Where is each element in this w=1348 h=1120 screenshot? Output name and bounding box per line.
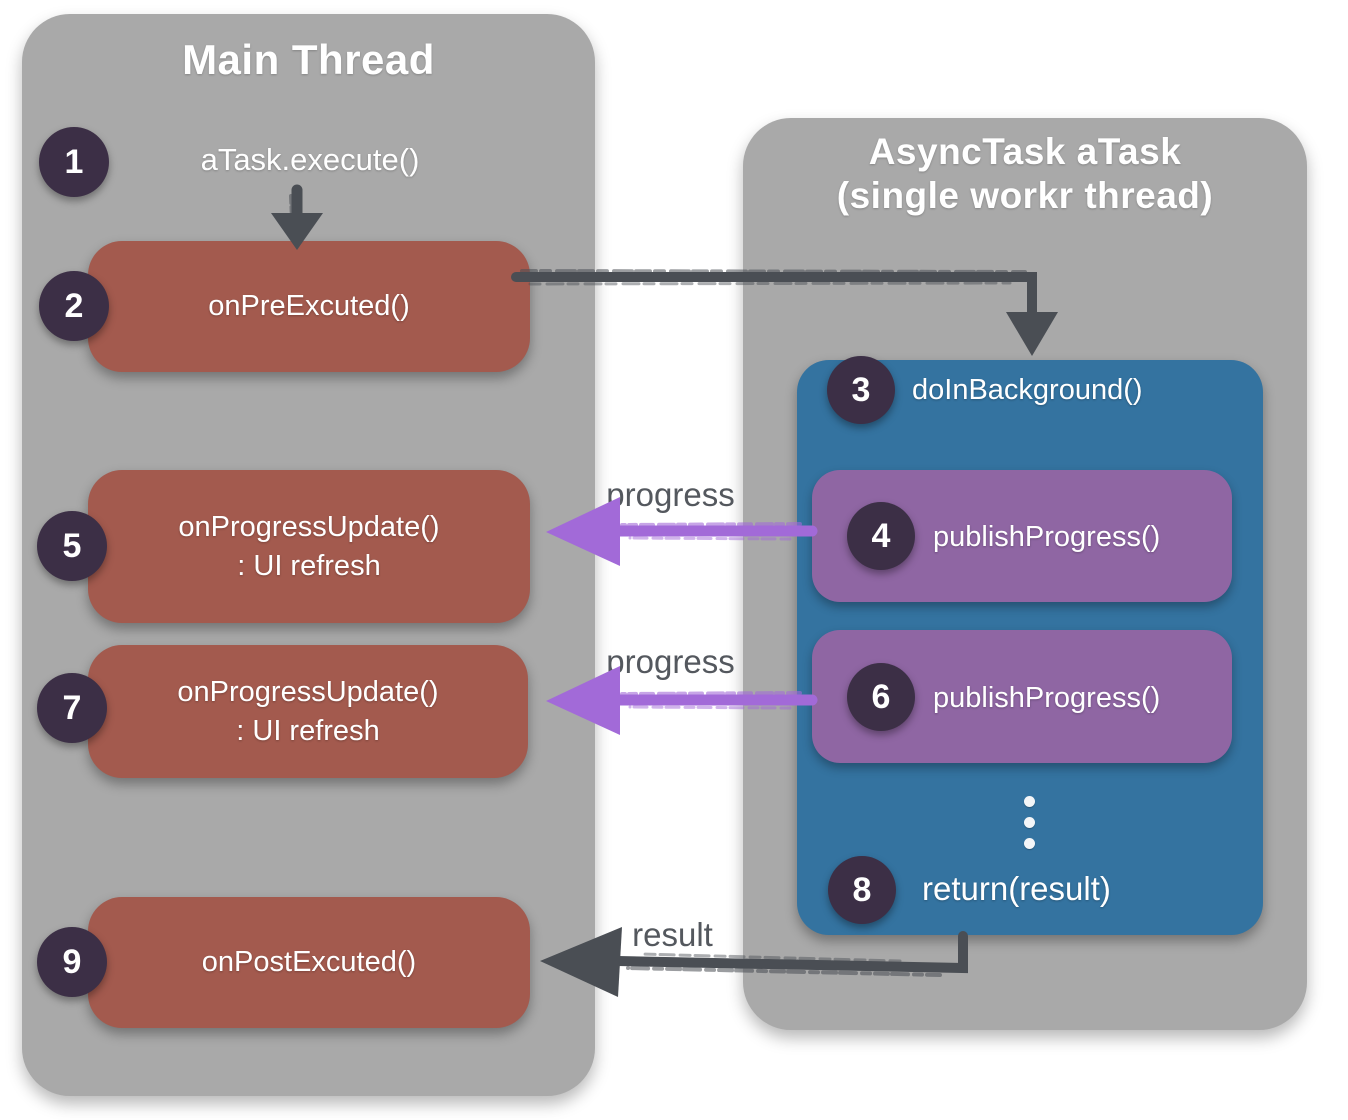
asynctask-title-line2: (single workr thread): [836, 174, 1214, 216]
progress-label-2: progress: [606, 643, 735, 680]
on-post-executed-box: onPostExcuted(): [88, 897, 530, 1028]
on-progress-update-label-1: onProgressUpdate() : UI refresh: [178, 508, 439, 585]
ui-refresh-text-2: : UI refresh: [236, 714, 380, 747]
on-pre-executed-box: onPreExcuted(): [88, 241, 530, 372]
ellipsis-dot: [1024, 838, 1035, 849]
main-thread-title: Main Thread: [182, 36, 435, 83]
publish-progress-label-2: publishProgress(): [933, 682, 1161, 714]
do-in-background-label: doInBackground(): [912, 374, 1143, 406]
ellipsis-dots: [1024, 796, 1035, 849]
step-circle-3: 3: [827, 356, 895, 424]
progress-label-1: progress: [606, 476, 735, 513]
step-circle-9: 9: [37, 927, 107, 997]
step-circle-8: 8: [828, 856, 896, 924]
result-label: result: [632, 916, 713, 953]
asynctask-title: AsyncTask aTask (single workr thread): [743, 130, 1307, 217]
step-circle-2: 2: [39, 271, 109, 341]
ellipsis-dot: [1024, 796, 1035, 807]
on-progress-update-box-2: onProgressUpdate() : UI refresh: [88, 645, 528, 778]
on-progress-update-label-2: onProgressUpdate() : UI refresh: [177, 673, 438, 750]
on-progress-update-text-2: onProgressUpdate(): [177, 676, 439, 709]
step-circle-4: 4: [847, 502, 915, 570]
return-result-label: return(result): [922, 870, 1111, 907]
ellipsis-dot: [1024, 817, 1035, 828]
asynctask-title-line1: AsyncTask aTask: [868, 131, 1182, 172]
on-progress-update-box-1: onProgressUpdate() : UI refresh: [88, 470, 530, 623]
on-pre-executed-label: onPreExcuted(): [208, 290, 410, 323]
atask-execute-label: aTask.execute(): [200, 142, 420, 177]
publish-progress-label-1: publishProgress(): [933, 521, 1161, 553]
ui-refresh-text-1: : UI refresh: [237, 549, 381, 582]
step-circle-6: 6: [847, 663, 915, 731]
on-progress-update-text-1: onProgressUpdate(): [178, 511, 440, 544]
step-circle-7: 7: [37, 673, 107, 743]
step-circle-1: 1: [39, 127, 109, 197]
on-post-executed-label: onPostExcuted(): [201, 946, 417, 979]
step-circle-5: 5: [37, 511, 107, 581]
